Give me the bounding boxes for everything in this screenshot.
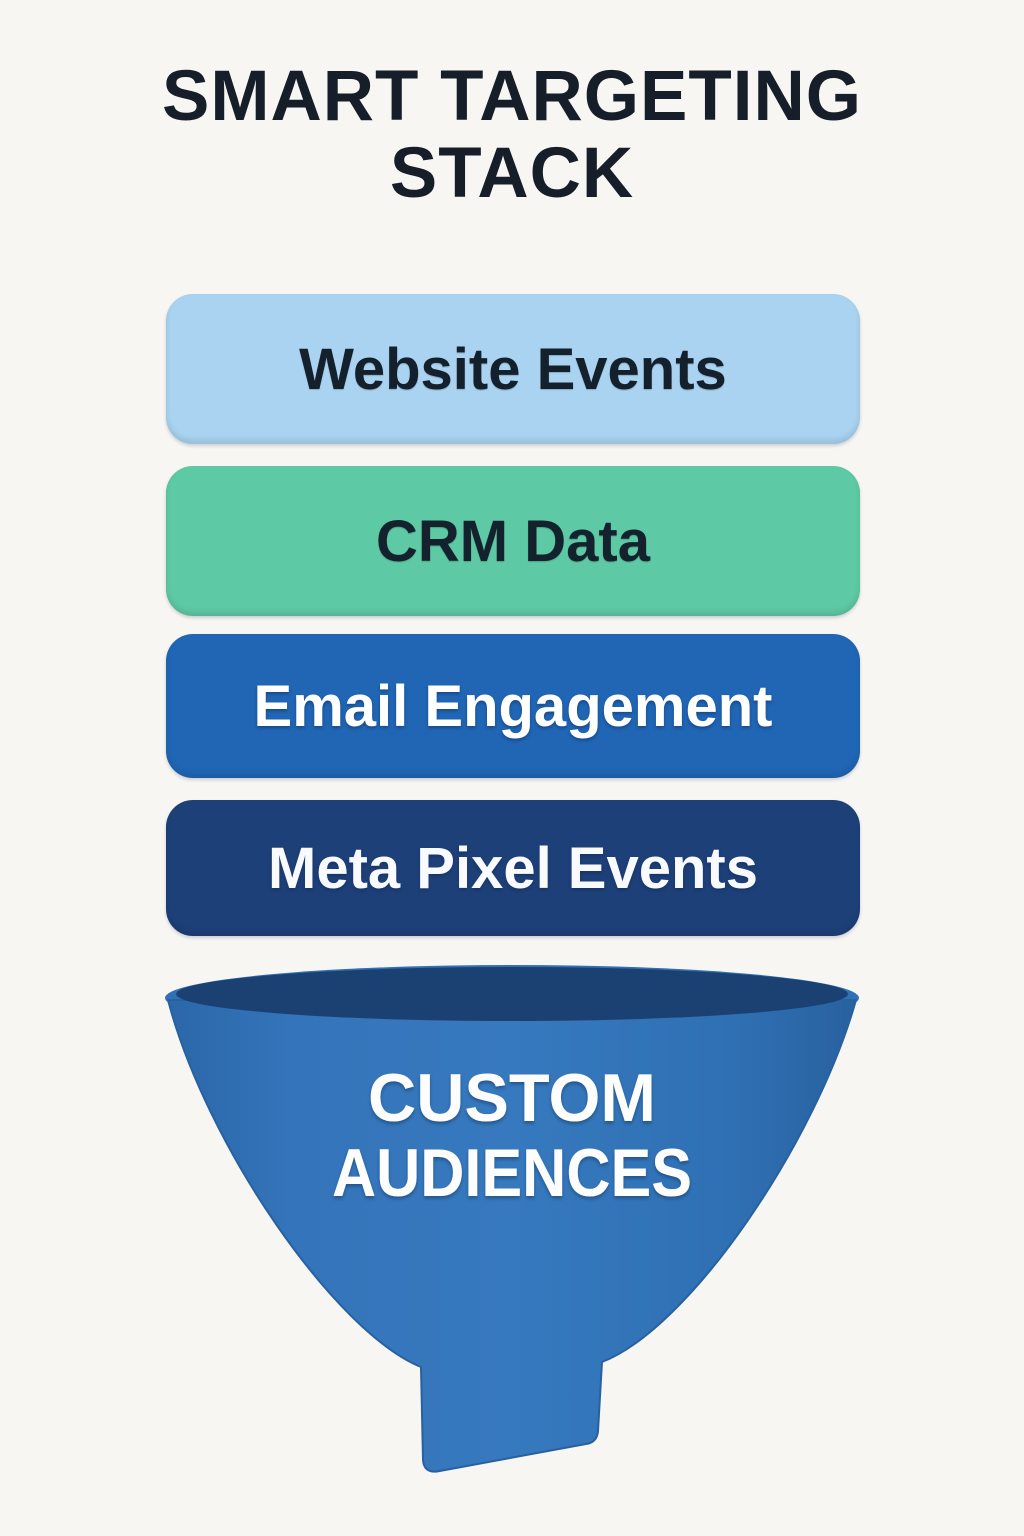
funnel-label-line-1: CUSTOM [368,1060,656,1136]
page-title: SMART TARGETING STACK [0,58,1024,212]
stack-bar-crm-data: CRM Data [166,466,860,616]
funnel-label-line-2: AUDIENCES [332,1135,692,1211]
bar-label-email-engagement: Email Engagement [253,673,773,739]
stack-bar-email-engagement: Email Engagement [166,634,860,778]
funnel-mouth [176,967,848,1021]
funnel-body [167,999,857,1473]
title-line-2: STACK [389,134,635,213]
bar-label-meta-pixel-events: Meta Pixel Events [268,835,758,901]
stack-bar-meta-pixel-events: Meta Pixel Events [166,800,860,936]
stack-bar-website-events: Website Events [166,294,860,444]
title-line-1: SMART TARGETING [162,57,862,136]
bar-label-crm-data: CRM Data [376,508,650,574]
funnel-graphic: CUSTOM AUDIENCES [165,965,859,1473]
bar-label-website-events: Website Events [299,336,727,402]
